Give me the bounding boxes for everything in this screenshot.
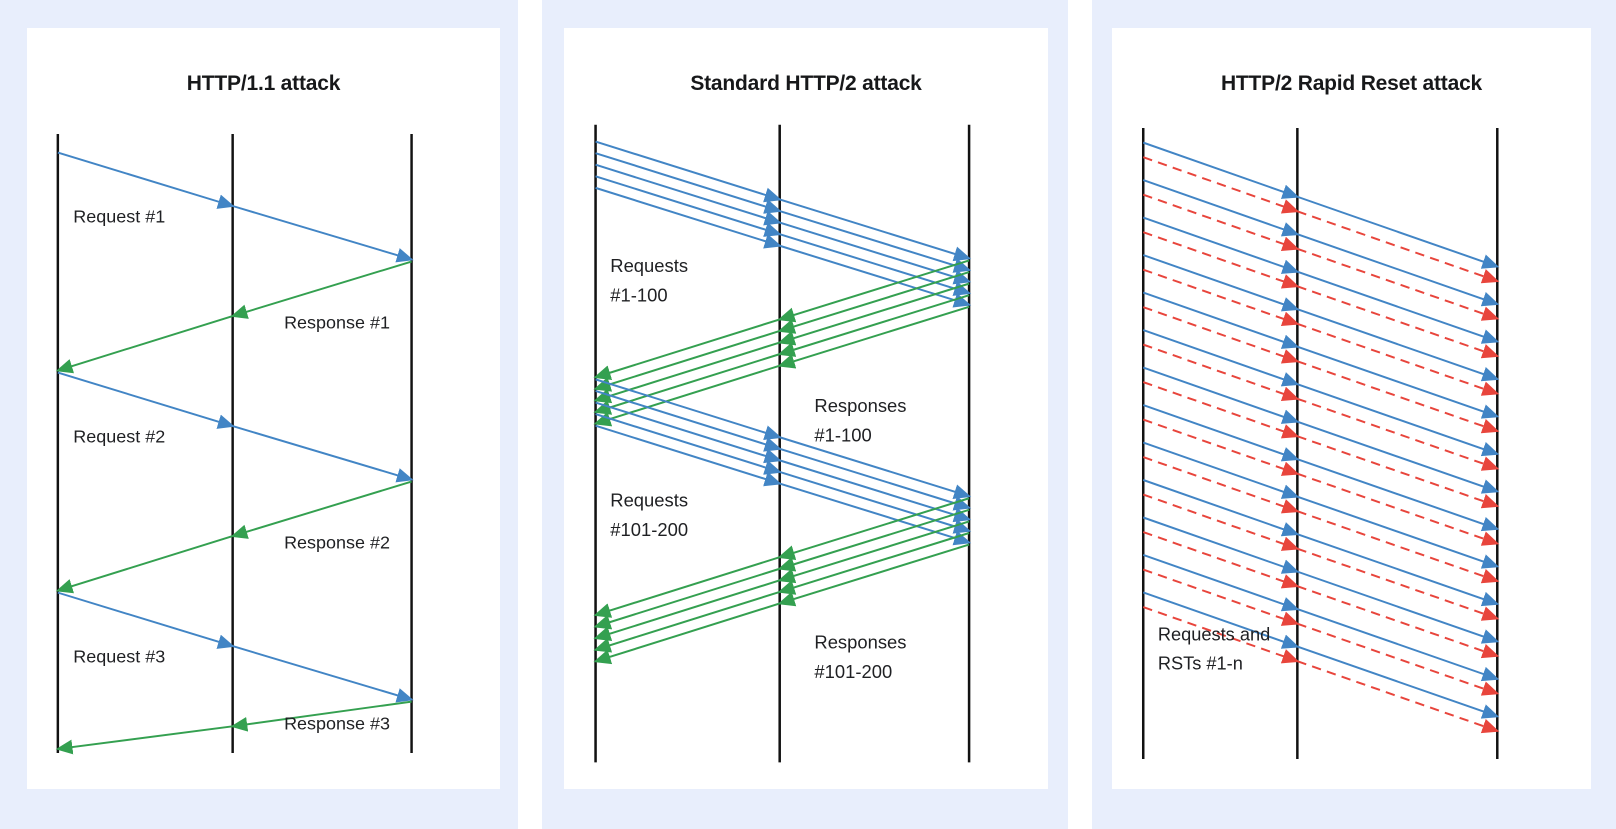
messages-requests-and-rsts bbox=[1142, 141, 1500, 734]
panel-wrapper-http11: HTTP/1.1 attack bbox=[0, 0, 518, 829]
messages-requests-101-200 bbox=[595, 378, 972, 546]
sequence-diagram-http11: Request #1 Response #1 Request #2 Respon… bbox=[55, 134, 414, 755]
message-label-responses-101-200-line2: #101-200 bbox=[814, 661, 892, 682]
message-label-request-3: Request #3 bbox=[73, 647, 165, 667]
message-label-requests-101-200-line1: Requests bbox=[610, 490, 688, 511]
message-label-responses-1-100-line1: Responses bbox=[814, 395, 906, 416]
panel-wrapper-http2-standard: Standard HTTP/2 attack bbox=[542, 0, 1068, 829]
message-label-requests-rsts-line1: Requests and bbox=[1158, 624, 1270, 644]
message-label-requests-101-200-line2: #101-200 bbox=[610, 519, 688, 540]
message-label-responses-101-200-line1: Responses bbox=[814, 632, 906, 653]
message-label-response-2: Response #2 bbox=[284, 532, 390, 552]
panel-card-http2-rapid-reset: HTTP/2 Rapid Reset attack bbox=[1112, 28, 1591, 789]
message-label-requests-rsts-line2: RSTs #1-n bbox=[1158, 654, 1243, 674]
sequence-diagram-http2-standard: Requests #1-100 Responses #1-100 Request… bbox=[593, 124, 972, 763]
message-label-responses-1-100-line2: #1-100 bbox=[814, 424, 871, 445]
panel-gap-1 bbox=[518, 0, 542, 829]
sequence-diagram-http2-rapid-reset: Requests and RSTs #1-n bbox=[1141, 128, 1500, 760]
messages-requests-1-100 bbox=[595, 140, 972, 308]
panel-card-http2-standard: Standard HTTP/2 attack bbox=[564, 28, 1048, 789]
messages-responses-101-200 bbox=[593, 497, 970, 665]
message-label-requests-1-100-line1: Requests bbox=[610, 255, 688, 276]
messages-http11 bbox=[55, 151, 414, 755]
panel-gap-2 bbox=[1068, 0, 1092, 829]
panel-title-http2-rapid-reset: HTTP/2 Rapid Reset attack bbox=[1220, 72, 1483, 95]
message-label-response-1: Response #1 bbox=[284, 312, 390, 332]
message-label-request-1: Request #1 bbox=[73, 206, 165, 226]
panel-title-http2-standard: Standard HTTP/2 attack bbox=[690, 72, 922, 95]
message-label-response-3: Response #3 bbox=[284, 713, 390, 733]
messages-responses-1-100 bbox=[593, 259, 970, 427]
panel-title-http11: HTTP/1.1 attack bbox=[186, 72, 341, 95]
panel-wrapper-http2-rapid-reset: HTTP/2 Rapid Reset attack bbox=[1092, 0, 1616, 829]
message-label-request-2: Request #2 bbox=[73, 427, 165, 447]
panel-card-http11: HTTP/1.1 attack bbox=[27, 28, 500, 789]
message-label-requests-1-100-line2: #1-100 bbox=[610, 285, 667, 306]
lifelines-http11 bbox=[56, 134, 413, 754]
